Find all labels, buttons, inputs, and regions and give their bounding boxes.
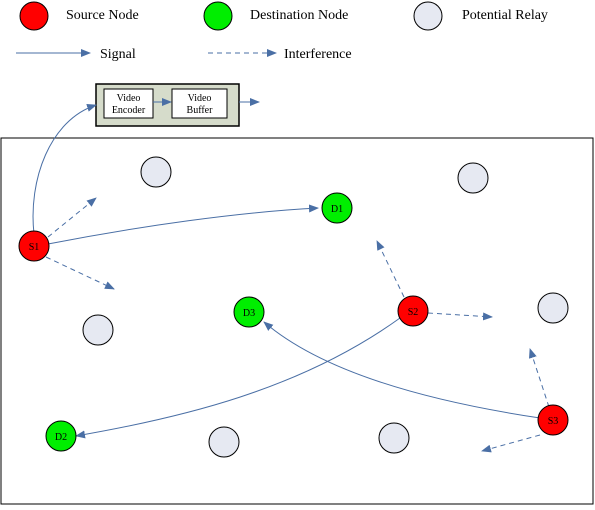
destination-node-d3: D3 bbox=[233, 296, 265, 328]
destination-node-d2-circle bbox=[45, 420, 77, 452]
video-encoder-block: Video Encoder Video Buffer bbox=[95, 83, 260, 127]
video-encoder-label-line2: Encoder bbox=[112, 105, 146, 116]
relay-node bbox=[208, 426, 240, 458]
legend: Source Node Destination Node Potential R… bbox=[16, 1, 548, 62]
source-node-s3: S3 bbox=[537, 404, 569, 436]
interference-arrow-s3-up bbox=[529, 348, 550, 408]
video-buffer-label-line2: Buffer bbox=[187, 105, 214, 116]
source-node-s2-label: S2 bbox=[408, 307, 419, 318]
legend-destination-swatch bbox=[203, 1, 233, 31]
interference-arrow-s2-up bbox=[376, 240, 405, 298]
legend-destination-label: Destination Node bbox=[250, 8, 348, 23]
relay-node bbox=[378, 422, 410, 454]
legend-relay-swatch bbox=[413, 1, 443, 31]
destination-node-d3-circle bbox=[233, 296, 265, 328]
signal-arrow-s1-to-d1 bbox=[47, 204, 319, 245]
network-field bbox=[0, 137, 594, 505]
legend-signal-label: Signal bbox=[100, 47, 136, 62]
destination-node-d2: D2 bbox=[45, 420, 77, 452]
destination-node-d3-label: D3 bbox=[243, 308, 255, 319]
source-node-s2-circle bbox=[397, 295, 429, 327]
destination-node-d1-label: D1 bbox=[331, 204, 343, 215]
video-encoder-label-line1: Video bbox=[117, 93, 141, 104]
interference-arrow-s1-down bbox=[45, 256, 115, 290]
destination-node-d2-label: D2 bbox=[55, 432, 67, 443]
video-buffer-label-line1: Video bbox=[188, 93, 212, 104]
relay-node bbox=[140, 156, 172, 188]
relay-node bbox=[457, 162, 489, 194]
source-node-s1-label: S1 bbox=[29, 242, 40, 253]
video-buffer-box bbox=[171, 88, 228, 119]
interference-arrow-s3-left bbox=[481, 434, 541, 453]
interference-arrow-s1-up bbox=[47, 197, 97, 238]
interference-arrow-s2-right bbox=[427, 312, 493, 321]
legend-source-swatch bbox=[19, 1, 49, 31]
legend-relay-label: Potential Relay bbox=[462, 8, 548, 23]
source-node-s3-label: S3 bbox=[548, 416, 559, 427]
destination-node-d1-circle bbox=[321, 192, 353, 224]
video-encoder-box bbox=[103, 88, 154, 119]
legend-source-label: Source Node bbox=[66, 8, 139, 23]
signal-arrow-s3-to-d3 bbox=[263, 321, 541, 419]
source-node-s2: S2 bbox=[397, 295, 429, 327]
signal-arrow-s2-to-d2 bbox=[75, 317, 401, 439]
relay-node bbox=[537, 292, 569, 324]
destination-node-d1: D1 bbox=[321, 192, 353, 224]
source-node-s1: S1 bbox=[18, 230, 50, 262]
source-node-s3-circle bbox=[537, 404, 569, 436]
legend-interference-label: Interference bbox=[284, 47, 352, 62]
signal-arrow-s1-to-encoder bbox=[32, 103, 97, 235]
relay-node bbox=[82, 314, 114, 346]
source-node-s1-circle bbox=[18, 230, 50, 262]
